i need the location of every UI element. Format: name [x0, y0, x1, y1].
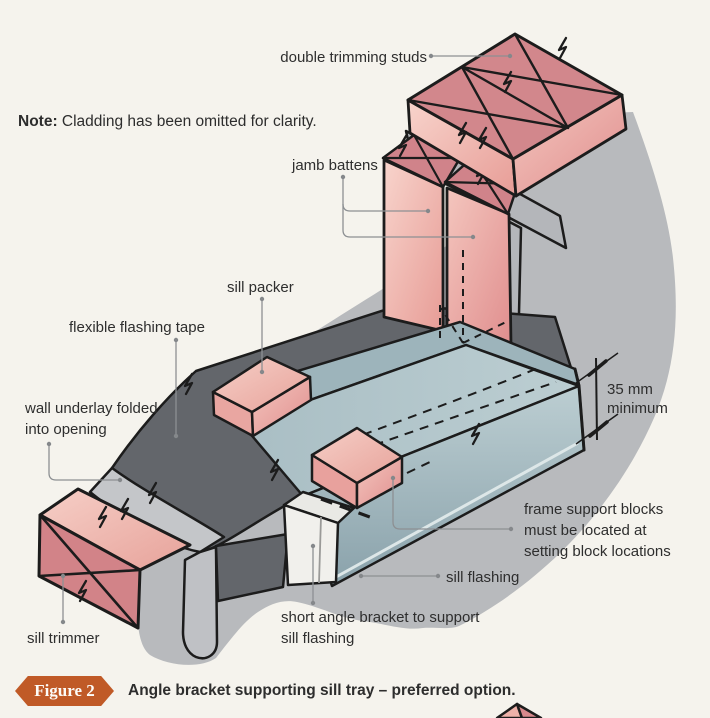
label-dimension-1: 35 mm	[607, 381, 653, 398]
frame-support-block	[310, 426, 404, 521]
leader-jamb-batten-2	[342, 204, 471, 238]
label-flexible-flashing-tape: flexible flashing tape	[69, 319, 205, 336]
labels: double trimming studs jamb battens sill …	[24, 49, 671, 647]
leader-lines	[46, 53, 514, 625]
label-frame-support-3: setting block locations	[524, 543, 671, 560]
label-sill-packer: sill packer	[227, 279, 294, 296]
figure-caption: Angle bracket supporting sill tray – pre…	[128, 682, 516, 699]
underlay-wrinkle	[119, 497, 130, 521]
note-text: Cladding has been omitted for clarity.	[57, 113, 317, 130]
label-angle-bracket-1: short angle bracket to support	[281, 609, 480, 626]
tape-front-face	[214, 532, 290, 603]
flange-hem	[335, 441, 579, 579]
label-double-trimming-studs: double trimming studs	[280, 49, 427, 66]
label-angle-bracket-2: sill flashing	[281, 630, 354, 647]
label-sill-trimmer: sill trimmer	[27, 630, 100, 647]
sill-trimmer	[37, 487, 192, 630]
tape-wrinkle	[183, 372, 194, 396]
label-wall-underlay-1: wall underlay folded	[24, 400, 158, 417]
figure-badge: Figure 2	[15, 676, 114, 706]
dimension-35mm	[575, 352, 619, 445]
note-label: Note:	[18, 113, 58, 130]
leader-frame-support	[392, 478, 509, 530]
note: Note: Cladding has been omitted for clar…	[18, 113, 317, 131]
figure-badge-text: Figure 2	[34, 681, 95, 700]
sill-packer	[211, 355, 313, 438]
label-dimension-2: minimum	[607, 400, 668, 417]
label-sill-flashing: sill flashing	[446, 569, 519, 586]
label-jamb-battens: jamb battens	[291, 157, 378, 174]
label-wall-underlay-2: into opening	[25, 421, 107, 438]
figure-caption-row: Figure 2 Angle bracket supporting sill t…	[0, 670, 710, 710]
underlay-wrinkle	[147, 481, 158, 505]
double-trimming-studs	[406, 32, 628, 198]
label-frame-support-2: must be located at	[524, 522, 647, 539]
leader-wall-underlay	[48, 444, 118, 481]
label-frame-support-1: frame support blocks	[524, 501, 663, 518]
next-figure-peek	[495, 702, 543, 718]
short-angle-bracket	[282, 490, 356, 587]
underlay-front-face	[181, 545, 219, 660]
